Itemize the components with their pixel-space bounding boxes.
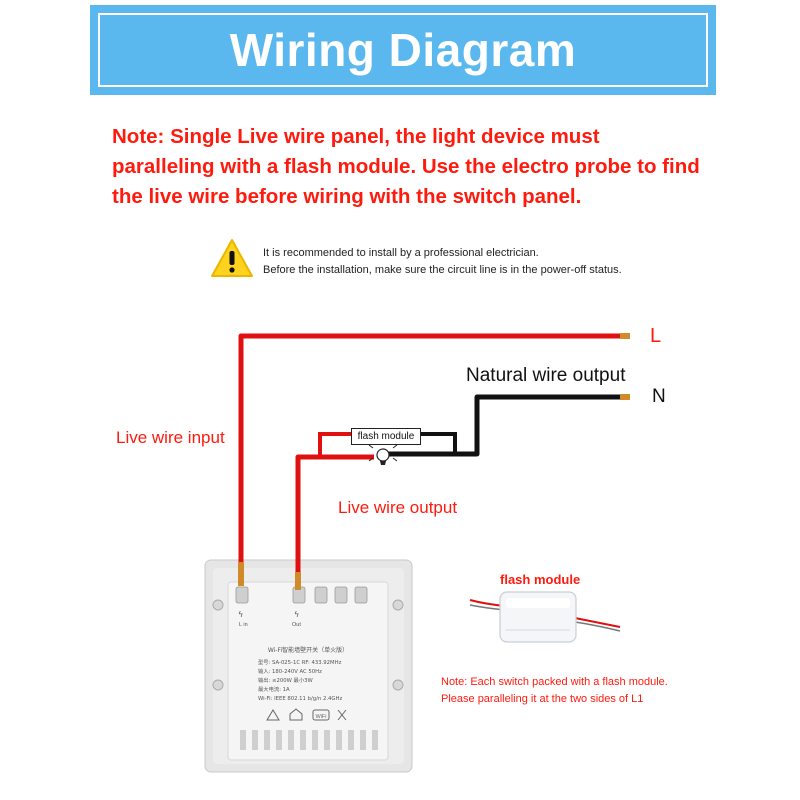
panel-title: Wi-Fi智能墙壁开关（单火版） [268, 646, 348, 654]
caution-small-icon [266, 709, 280, 721]
panel-terminals [235, 586, 368, 604]
spec-line-3: 输出: ≤200W 最小3W [258, 676, 313, 684]
flash-module-box: flash module [351, 428, 421, 445]
banner-border [98, 13, 708, 87]
flash-module-note: Note: Each switch packed with a flash mo… [441, 674, 668, 708]
copper-end-L [620, 333, 630, 339]
spec-line-5: Wi-Fi: IEEE 802.11 b/g/n 2.4GHz [258, 696, 342, 702]
neutral-wire [384, 394, 630, 457]
note-text: Note: Single Live wire panel, the light … [112, 125, 700, 208]
copper-end-N [620, 394, 630, 400]
flash-module-photo-title: flash module [500, 572, 581, 587]
live-wire-output [295, 454, 374, 572]
lightning-glyph-right: ϟ [294, 610, 299, 619]
recycle-bin-icon [337, 709, 347, 721]
panel-vents [240, 730, 378, 750]
out-label: Out [292, 622, 301, 628]
warning-line-1: It is recommended to install by a profes… [263, 247, 539, 259]
switch-panel: ϟ ϟ L in Out Wi-Fi智能墙壁开关（单火版） 型号: SA-025… [204, 559, 413, 773]
spec-line-2: 输入: 180-240V AC 50Hz [258, 667, 322, 675]
flash-module-note-line-2: Please paralleling it at the two sides o… [441, 693, 644, 705]
spec-line-1: 型号: SA-025-1C RF: 433.92MHz [258, 658, 342, 666]
l-in-label: L in [239, 622, 248, 628]
label-natural-wire-output: Natural wire output [466, 365, 626, 386]
copper-end-live-out [295, 572, 301, 590]
label-L: L [650, 325, 662, 347]
flash-module-photo [469, 591, 621, 643]
home-small-icon [289, 708, 303, 721]
flash-module-black-lead [419, 432, 457, 454]
label-live-wire-input: Live wire input [116, 428, 225, 447]
warning-line-2: Before the installation, make sure the c… [263, 264, 622, 276]
label-live-wire-output: Live wire output [338, 498, 458, 517]
wifi-badge-text: WiFi [316, 714, 327, 720]
flash-module-red-lead [318, 432, 351, 457]
title-banner: Wiring Diagram [90, 5, 716, 95]
copper-end-live-in [238, 562, 244, 586]
live-wire-input [238, 333, 630, 562]
lightning-glyph-left: ϟ [238, 610, 243, 619]
warning-triangle-icon [211, 239, 253, 277]
label-N: N [652, 386, 666, 407]
page-title: Wiring Diagram [229, 24, 577, 76]
warning-text: It is recommended to install by a profes… [263, 245, 622, 279]
spec-line-4: 最大电流: 1A [258, 685, 290, 693]
flash-module-note-line-1: Note: Each switch packed with a flash mo… [441, 676, 668, 688]
wifi-badge-icon [312, 709, 330, 721]
